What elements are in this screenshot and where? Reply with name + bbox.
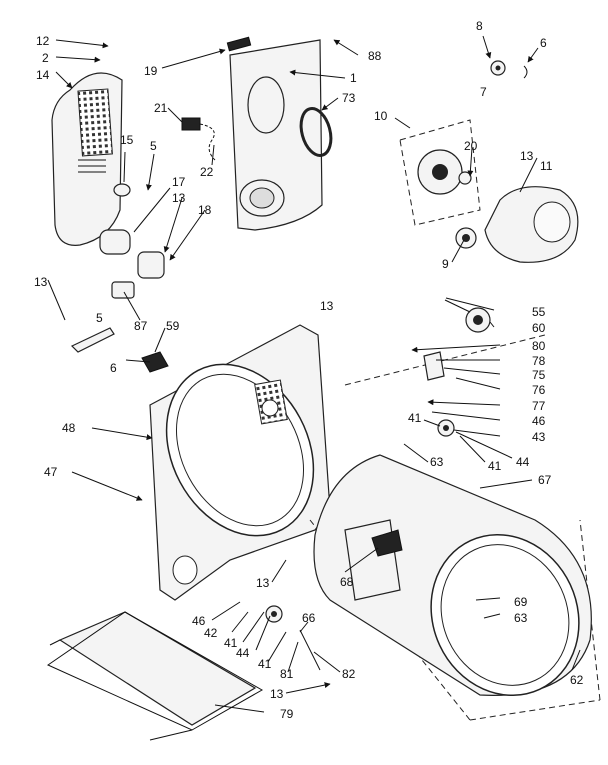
callout-10: 10 (374, 109, 388, 123)
exhaust-duct-cover (51, 72, 123, 246)
callout-62: 62 (570, 673, 584, 687)
callout-44: 44 (236, 646, 250, 660)
callout-13: 13 (34, 275, 48, 289)
drive-motor (455, 186, 579, 263)
callout-67: 67 (538, 473, 552, 487)
callout-63: 63 (430, 455, 444, 469)
callout-47: 47 (44, 465, 58, 479)
callout-8: 8 (476, 19, 483, 33)
dryer-drum (309, 334, 601, 721)
callout-88: 88 (368, 49, 382, 63)
callout-59: 59 (166, 319, 180, 333)
callout-21: 21 (154, 101, 168, 115)
callout-6: 6 (540, 36, 547, 50)
idler-parts (490, 60, 528, 79)
drying-rack (46, 611, 264, 741)
callout-18: 18 (198, 203, 212, 217)
callout-66: 66 (302, 611, 316, 625)
callout-41: 41 (488, 459, 502, 473)
callout-75: 75 (532, 368, 546, 382)
callout-42: 42 (204, 626, 218, 640)
callout-14: 14 (36, 68, 50, 82)
blower-wheel-assembly (399, 119, 481, 226)
callout-41: 41 (408, 411, 422, 425)
callout-1: 1 (350, 71, 357, 85)
thermostat-parts (70, 183, 165, 353)
front-bulkhead (141, 324, 331, 601)
callout-80: 80 (532, 339, 546, 353)
callout-11: 11 (540, 159, 553, 173)
callout-2: 2 (42, 51, 49, 65)
callout-46: 46 (532, 414, 546, 428)
callout-15: 15 (120, 133, 134, 147)
callout-82: 82 (342, 667, 356, 681)
callout-76: 76 (532, 383, 546, 397)
callout-60: 60 (532, 321, 546, 335)
callout-13: 13 (256, 576, 270, 590)
callout-73: 73 (342, 91, 356, 105)
callout-5: 5 (150, 139, 157, 153)
callout-13: 13 (520, 149, 534, 163)
callout-16: 6 (110, 361, 117, 375)
callout-48: 48 (62, 421, 76, 435)
blower-seal (299, 107, 333, 157)
blower-housing-panel (226, 36, 323, 231)
callout-69: 69 (514, 595, 528, 609)
callout-12: 12 (36, 34, 50, 48)
callout-17: 17 (172, 175, 186, 189)
callout-13: 13 (270, 687, 284, 701)
callout-41: 41 (224, 636, 238, 650)
callout-22: 22 (200, 165, 214, 179)
callout-81: 81 (280, 667, 294, 681)
callout-63: 63 (514, 611, 528, 625)
callout-43: 43 (532, 430, 546, 444)
callout-44: 44 (516, 455, 530, 469)
callout-labels: 12 2 14 19 88 1 8 6 7 21 73 10 15 5 17 2… (34, 19, 584, 721)
callout-7: 7 (480, 85, 487, 99)
leader-lines (47, 35, 581, 713)
roller-parts (265, 299, 491, 671)
callout-13: 13 (172, 191, 186, 205)
callout-19: 19 (144, 64, 158, 78)
callout-79: 79 (280, 707, 294, 721)
callout-78: 78 (532, 354, 546, 368)
callout-55: 55 (532, 305, 546, 319)
callout-13: 13 (320, 299, 334, 313)
callout-68: 68 (340, 575, 354, 589)
callout-77: 77 (532, 399, 546, 413)
callout-5: 5 (96, 311, 103, 325)
callout-9: 9 (442, 257, 449, 271)
callout-87: 87 (134, 319, 148, 333)
callout-20: 20 (464, 139, 478, 153)
callout-46: 46 (192, 614, 206, 628)
motor-harness (181, 117, 216, 161)
callout-41: 41 (258, 657, 272, 671)
